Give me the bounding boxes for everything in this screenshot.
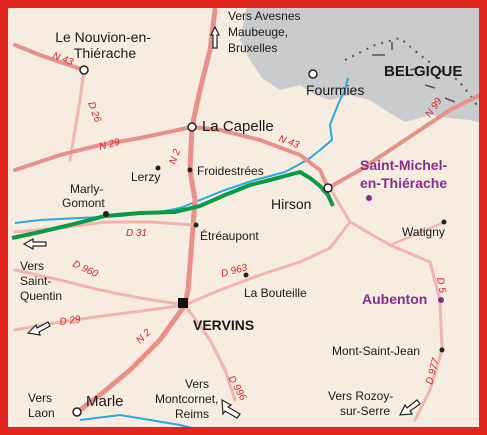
road-n99 <box>326 93 482 190</box>
label-vervins: VERVINS <box>193 317 254 333</box>
road-watigny <box>388 220 447 247</box>
arrow-south-icon <box>398 399 421 416</box>
direction-laon: Vers Laon <box>28 391 55 420</box>
direction-arrows <box>22 25 421 419</box>
marker-saint-michel <box>366 195 372 201</box>
marker-la-bouteille <box>243 272 249 278</box>
direction-montcornet: Vers Montcornet, Reims <box>155 377 222 421</box>
label-lerzy: Lerzy <box>131 170 160 184</box>
label-fourmies: Fourmies <box>306 82 364 98</box>
label-la-capelle: La Capelle <box>202 118 274 135</box>
marker-mont-saint-jean <box>439 347 445 353</box>
road-d26 <box>68 68 86 162</box>
marker-la-capelle <box>187 122 197 132</box>
marker-marle <box>72 407 82 417</box>
marker-nouvion <box>79 65 89 75</box>
border-ticks <box>372 42 456 103</box>
river-south <box>79 413 201 431</box>
road-label-n2-north: N 2 <box>167 147 183 166</box>
label-mont-saint-jean: Mont-Saint-Jean <box>332 344 420 358</box>
label-aubenton: Aubenton <box>362 291 427 307</box>
road-label-d29: D 29 <box>59 314 82 328</box>
marker-hirson <box>323 183 333 193</box>
marker-aubenton <box>438 297 444 303</box>
marker-fourmies <box>308 69 318 79</box>
road-label-d5: D 5 <box>434 277 448 295</box>
marker-watigny <box>441 219 447 225</box>
label-watigny: Watigny <box>402 225 445 239</box>
road-label-n29: N 29 <box>98 137 122 153</box>
label-hirson: Hirson <box>271 196 311 212</box>
label-marle: Marle <box>86 393 124 410</box>
road-n29 <box>13 125 194 172</box>
label-la-bouteille: La Bouteille <box>244 286 307 300</box>
label-froidestrees: Froidestrées <box>197 164 264 178</box>
arrow-north-icon <box>210 25 220 49</box>
label-marly-gomont: Marly- Gomont <box>62 182 107 210</box>
road-n2 <box>77 7 218 413</box>
road-label-d31: D 31 <box>126 228 147 239</box>
arrow-west-icon <box>22 237 47 251</box>
arrow-southwest-icon <box>26 321 51 336</box>
marker-froidestrees <box>187 167 193 173</box>
marker-vervins <box>178 298 188 308</box>
green-route <box>11 169 335 240</box>
marker-marly-gomont <box>103 211 109 217</box>
country-label: BELGIQUE <box>384 63 462 80</box>
road-n43-west <box>13 43 86 72</box>
road-n43-east <box>190 125 330 190</box>
marker-lerzy <box>155 165 161 171</box>
direction-avesnes: Vers Avesnes Maubeuge, Bruxelles <box>228 9 304 55</box>
roads <box>13 7 482 422</box>
label-nouvion: Le Nouvion-en- Thiérache <box>55 29 155 61</box>
label-etreaupont: Étréaupont <box>200 228 259 243</box>
arrow-southeast-icon <box>221 398 241 419</box>
belgium-land <box>240 5 487 125</box>
direction-rozoy: Vers Rozoy- sur-Serre <box>328 389 397 418</box>
road-d960 <box>13 268 187 307</box>
road-d996 <box>183 303 237 402</box>
direction-saint-quentin: Vers Saint- Quentin <box>20 259 62 303</box>
label-saint-michel: Saint-Michel- en-Thiérache <box>360 157 451 191</box>
marker-etreaupont <box>193 222 199 228</box>
town-markers <box>72 65 447 417</box>
